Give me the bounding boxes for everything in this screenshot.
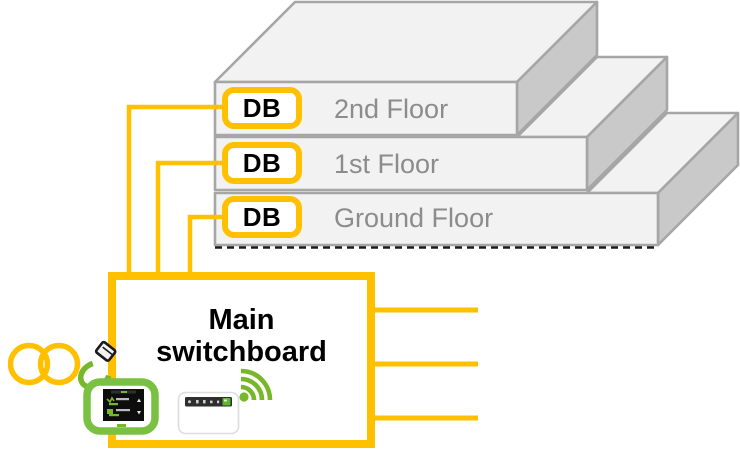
main-switchboard-label: Main switchboard — [156, 304, 327, 369]
smart-meter-icon — [177, 391, 240, 435]
outgoing-circuit-lines — [372, 307, 478, 421]
floor-slab-ground — [213, 111, 740, 247]
floor-slab-1st — [213, 55, 669, 192]
db-badge-ground-floor: DB — [222, 196, 302, 238]
floor-label-ground: Ground Floor — [334, 203, 494, 233]
db-connector-lines — [126, 104, 222, 274]
wireless-signal-icon — [239, 368, 273, 402]
db-badge-2nd-floor: DB — [222, 87, 302, 129]
floor-label-1st: 1st Floor — [334, 149, 440, 179]
ct-clamp-rings-icon — [8, 342, 81, 386]
floor-label-2nd: 2nd Floor — [334, 94, 449, 124]
db-badge-1st-floor: DB — [222, 142, 302, 184]
energy-monitor-icon — [83, 378, 159, 435]
